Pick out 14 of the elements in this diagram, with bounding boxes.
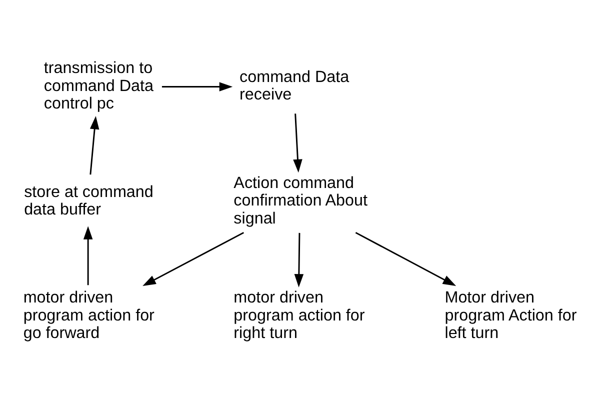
node-text: Motor driven program Action for left turn — [444, 288, 577, 342]
node-text: Action command confirmation About signal — [234, 174, 368, 228]
arrow — [142, 232, 244, 286]
arrow — [162, 82, 233, 92]
arrow — [90, 116, 100, 175]
arrow — [294, 232, 304, 288]
arrow — [355, 232, 456, 286]
node-text: store at command data buffer — [24, 182, 154, 218]
node-text: transmission to command Data control pc — [44, 59, 154, 113]
arrow — [83, 226, 93, 286]
node-text: motor driven program action for right turn — [234, 288, 365, 342]
node-text: motor driven program action for go forward — [23, 288, 154, 342]
node-text: command Data receive — [240, 68, 350, 104]
arrow — [293, 114, 302, 173]
